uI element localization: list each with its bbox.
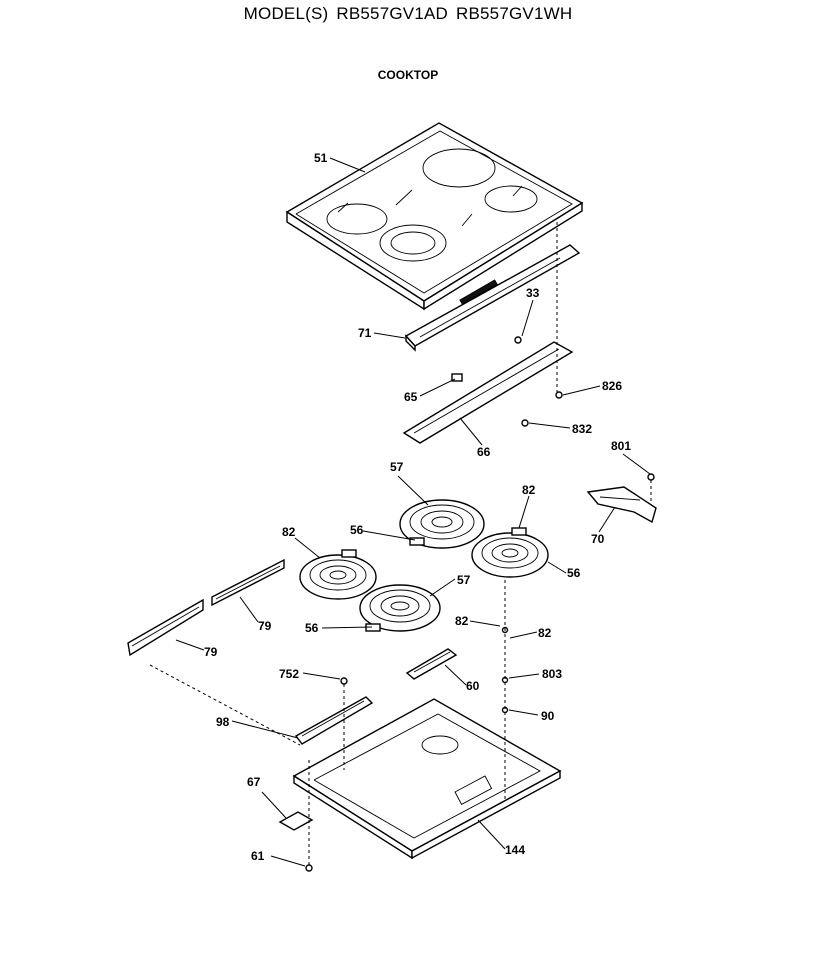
label-144: 67	[247, 775, 261, 789]
label-66: 66	[477, 445, 491, 459]
section-title: COOKTOP	[377, 68, 439, 82]
label-79-upper: 79	[258, 619, 272, 633]
label-51: 51	[314, 151, 328, 165]
model-title: MODEL(S) RB557GV1AD RB557GV1WH	[0, 4, 816, 24]
label-98: 60	[466, 679, 480, 693]
label-57-top: 57	[390, 460, 404, 474]
model-number-2: RB557GV1WH	[456, 4, 573, 23]
surface-element-front-right[interactable]	[471, 527, 549, 578]
label-33: 33	[526, 286, 540, 300]
label-70: 70	[591, 532, 605, 546]
burner-box[interactable]	[292, 698, 562, 860]
terminal-strip[interactable]	[405, 648, 458, 680]
model-number-1: RB557GV1AD	[336, 4, 448, 23]
rear-trim-bar[interactable]	[404, 244, 581, 352]
screw-826[interactable]	[555, 391, 563, 399]
surface-element-rear-center[interactable]	[399, 499, 485, 549]
label-82-center: 56	[350, 523, 364, 537]
surface-element-rear-left[interactable]	[299, 549, 377, 600]
front-bracket[interactable]	[402, 341, 574, 444]
label-82-left: 56	[305, 621, 319, 635]
label-90: 98	[216, 715, 230, 729]
clip-33[interactable]	[514, 336, 522, 344]
switch-bracket[interactable]	[586, 486, 657, 524]
label-82-top: 82	[522, 483, 536, 497]
mounting-bracket[interactable]	[278, 811, 314, 831]
label-803: 752	[279, 667, 299, 681]
label-61: 144	[505, 843, 525, 857]
label-56-right: 56	[567, 566, 581, 580]
cooktop-glass[interactable]	[285, 122, 584, 311]
screw-832[interactable]	[521, 419, 529, 427]
side-trim-upper[interactable]	[211, 558, 285, 607]
part-labels: 51 33 71 826 65 832 66 801 57 82 56 82 7…	[204, 151, 631, 863]
label-752: 82	[538, 626, 552, 640]
label-82-right: 82	[455, 614, 469, 628]
label-57-bottom: 57	[457, 573, 471, 587]
label-832: 832	[572, 422, 592, 436]
label-71: 71	[358, 326, 372, 340]
label-801-top: 801	[611, 439, 631, 453]
screw-801-top[interactable]	[647, 473, 655, 481]
screw-803[interactable]	[340, 677, 348, 685]
surface-element-front-left[interactable]	[359, 584, 441, 632]
label-60: 803	[542, 667, 562, 681]
label-826: 826	[602, 379, 622, 393]
side-trim-lower[interactable]	[127, 598, 204, 657]
label-801-bottom: 61	[251, 849, 265, 863]
label-79-lower: 79	[204, 645, 218, 659]
support-strip[interactable]	[294, 696, 374, 745]
label-65: 65	[404, 390, 418, 404]
screw-801-bottom[interactable]	[305, 864, 313, 872]
label-67: 90	[541, 709, 555, 723]
label-56-left: 82	[282, 525, 296, 539]
model-prefix: MODEL(S)	[243, 4, 329, 23]
